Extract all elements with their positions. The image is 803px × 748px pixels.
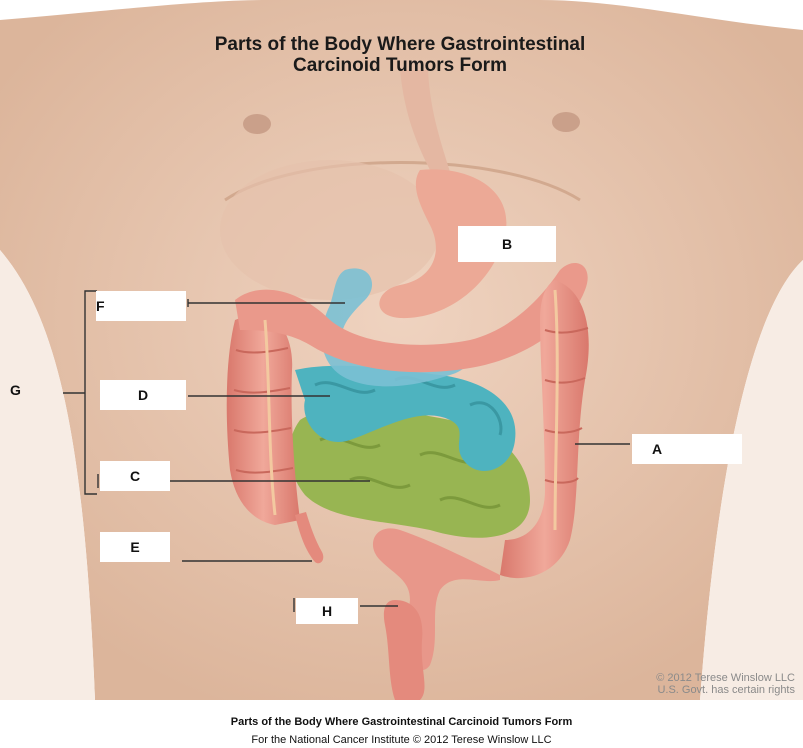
label-e: E [100,532,170,562]
left-nipple [243,114,271,134]
copyright-text: © 2012 Terese Winslow LLC U.S. Govt. has… [656,672,795,696]
right-nipple [552,112,580,132]
diagram-title: Parts of the Body Where Gastrointestinal… [140,34,660,76]
label-c: C [100,461,170,491]
label-f: F [96,291,186,321]
label-h: H [296,598,358,624]
label-a: A [632,434,742,464]
copyright-notice: © 2012 Terese Winslow LLC U.S. Govt. has… [656,672,795,696]
caption-credit: For the National Cancer Institute © 2012… [0,734,803,746]
label-b: B [458,226,556,262]
label-d: D [100,380,186,410]
label-g: G [10,382,21,398]
caption-title: Parts of the Body Where Gastrointestinal… [0,716,803,728]
ascending-colon [227,310,300,525]
liver [220,160,440,300]
